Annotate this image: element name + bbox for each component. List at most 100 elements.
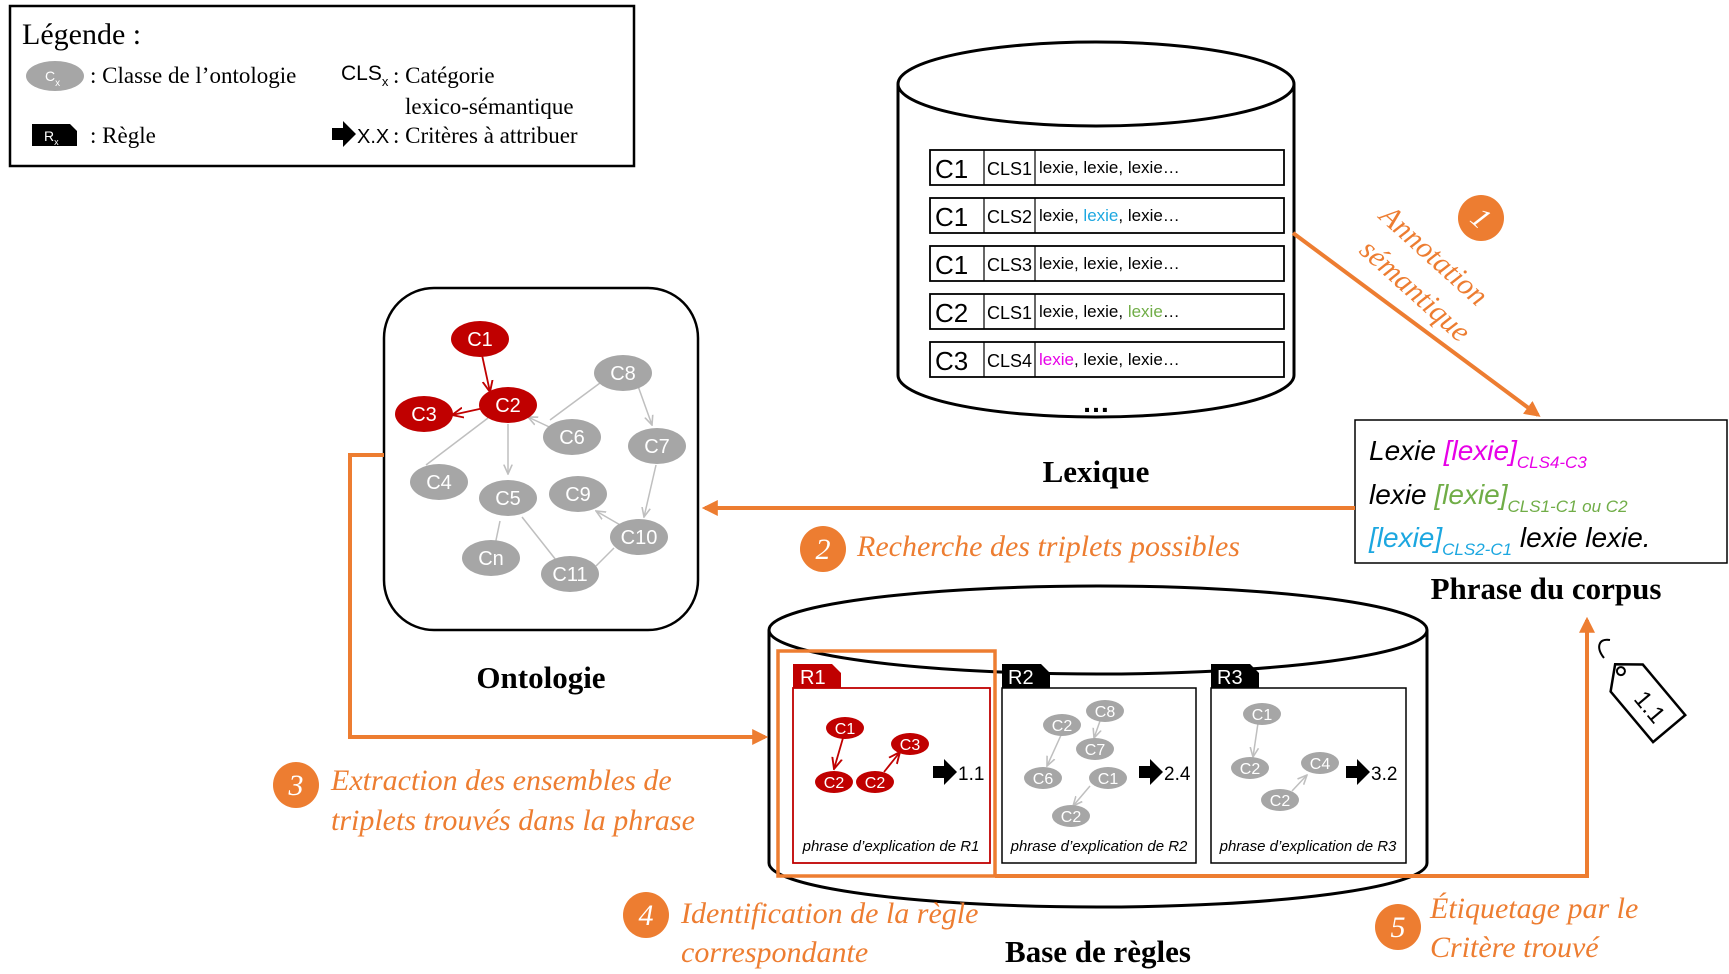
lexique-class: C1 [935, 154, 968, 184]
rule-node-label: C2 [1052, 718, 1073, 735]
rule-node [891, 733, 929, 755]
rule-node-label: C2 [865, 775, 886, 792]
rule-node [1052, 805, 1090, 827]
rule-node [1086, 700, 1124, 722]
ontology-node: C5 [479, 480, 537, 516]
rule-tag-r3: R3 [1217, 667, 1243, 689]
legend-class-symbol-sub: x [55, 78, 60, 89]
lexique-category: CLS1 [987, 159, 1032, 179]
rule-tag-r1: R1 [800, 667, 826, 689]
lexique-lexies: lexie, lexie, lexie… [1039, 206, 1180, 225]
legend-box: Légende : Cx : Classe de l’ontologie CLS… [8, 4, 636, 168]
legend-cls-label-1: : Catégorie [393, 63, 495, 88]
flow-arrows [348, 231, 1595, 878]
rules-base-title: Base de règles [1005, 934, 1191, 969]
legend-class-symbol [26, 61, 84, 91]
rule-tag-bg-r1 [793, 664, 841, 688]
legend-cls-label-2: lexico-sémantique [405, 94, 574, 119]
ontology-node: C7 [628, 428, 686, 464]
rule-node-label: C2 [824, 775, 845, 792]
rule-node-label: C1 [1098, 771, 1119, 788]
step-number: 5 [1391, 911, 1406, 944]
legend-criteria-label: : Critères à attribuer [393, 123, 578, 148]
rule-node-label: C4 [1310, 756, 1331, 773]
step-label: Identification de la règle [680, 897, 978, 930]
lexique-category: CLS1 [987, 303, 1032, 323]
ontology-node-label: C2 [495, 395, 521, 417]
ontology-node: C3 [395, 396, 453, 432]
step-number: 4 [639, 899, 654, 932]
tag-string [1598, 638, 1611, 659]
step-4: 4 Identification de la règle corresponda… [623, 892, 978, 969]
ontology-node-label: C1 [467, 329, 493, 351]
lexique-row: C2 CLS1 lexie, lexie, lexie… [929, 293, 1285, 330]
criteria-tag: 1.1 [1609, 662, 1687, 744]
tag-icon [1609, 662, 1687, 744]
rule-node [826, 717, 864, 739]
rule-node [815, 771, 853, 793]
step-3: 3 Extraction des ensembles de triplets t… [273, 762, 695, 837]
arrow-step-5 [995, 616, 1595, 878]
rule-card-r1: R1 C1 C3 C2 C2 1.1 phrase d’explication … [792, 664, 991, 864]
step-label: Étiquetage par le [1429, 892, 1638, 925]
lexique-ellipsis: … [1082, 387, 1110, 418]
ontology-node-label: C3 [411, 404, 437, 426]
lexique-lexies: lexie, lexie, lexie… [1039, 302, 1180, 321]
lexique-row: C1 CLS3 lexie, lexie, lexie… [929, 245, 1285, 282]
svg-text:Rx: Rx [44, 128, 59, 147]
step-label: triplets trouvés dans la phrase [331, 804, 695, 837]
ontology-node: C6 [543, 419, 601, 455]
rule-node-label: C2 [1270, 793, 1291, 810]
ontology-edges [425, 354, 657, 567]
rule-explanation-r1: phrase d’explication de R1 [802, 838, 980, 855]
lexique-category: CLS3 [987, 255, 1032, 275]
lexique-class: C1 [935, 250, 968, 280]
step-badge [623, 892, 669, 938]
rule-node [1261, 789, 1299, 811]
lexique-lexies: lexie, lexie, lexie… [1039, 254, 1180, 273]
ontology-node-label: C4 [426, 472, 452, 494]
ontology-node-label: C6 [559, 427, 585, 449]
sentence-box: Lexie [lexie]CLS4-C3 lexie [lexie]CLS1-C… [1354, 419, 1728, 564]
legend-cls-symbol-sub: x [382, 74, 389, 89]
svg-text:CLSx: CLSx [341, 62, 389, 89]
rule-node-label: C1 [1252, 707, 1273, 724]
sentence-line-3: [lexie]CLS2-C1 lexie lexie. [1368, 522, 1651, 559]
step-1: 1 Annotation sémantique [1353, 195, 1504, 349]
lexique-class: C1 [935, 202, 968, 232]
rule-node [1231, 757, 1269, 779]
rule-explanation-r3: phrase d’explication de R3 [1219, 838, 1397, 855]
rule-node [856, 771, 894, 793]
rule-node [1043, 714, 1081, 736]
ontology-node-label: C5 [495, 488, 521, 510]
rule-card-r3: R3 C1 C2 C4 C2 3.2 phrase d’explication … [1210, 664, 1407, 864]
lexique-row: C1 CLS1 lexie, lexie, lexie… [929, 149, 1285, 186]
step-badge [1458, 195, 1504, 241]
rule-node [1089, 767, 1127, 789]
rule-node-label: C7 [1085, 742, 1106, 759]
step-number: 3 [288, 769, 304, 802]
lexique-class: C2 [935, 298, 968, 328]
rule-node [1243, 703, 1281, 725]
sentence-line-1: Lexie [lexie]CLS4-C3 [1369, 435, 1587, 472]
sentence-title: Phrase du corpus [1431, 571, 1662, 606]
rule-node-label: C3 [900, 737, 921, 754]
legend-rule-symbol-sub: x [54, 137, 59, 147]
rule-criteria-r1: 1.1 [958, 764, 984, 785]
arrow-step-1 [1291, 231, 1541, 417]
criteria-arrow-icon [933, 759, 957, 785]
rules-database: R1 C1 C3 C2 C2 1.1 phrase d’explication … [767, 584, 1429, 909]
ontology-node-label: Cn [478, 548, 504, 570]
legend-criteria-arrow-icon [332, 121, 356, 147]
ontology-node: C11 [541, 556, 599, 592]
tag-hole [1615, 666, 1626, 677]
rule-node-label: C2 [1240, 761, 1261, 778]
lexique-lexies: lexie, lexie, lexie… [1039, 158, 1180, 177]
legend-rule-symbol [32, 124, 77, 146]
rule-tag-r2: R2 [1008, 667, 1034, 689]
ontology-node-label: C7 [644, 436, 670, 458]
legend-cls-symbol: CLS [341, 62, 382, 85]
